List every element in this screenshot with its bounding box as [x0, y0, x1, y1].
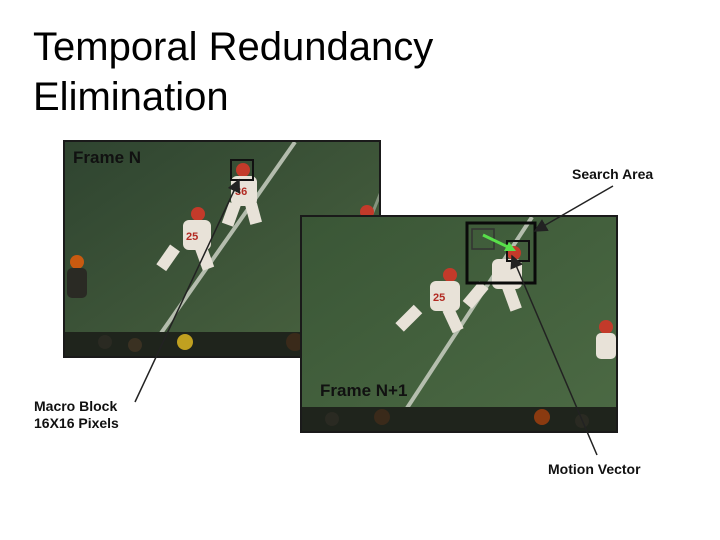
search-area-label: Search Area [572, 166, 654, 182]
search-area-box [465, 221, 537, 285]
jersey-number-25: 25 [186, 231, 198, 243]
crowd-area [302, 407, 616, 431]
frame-n-label: Frame N [73, 148, 142, 167]
player-25: 25 [395, 268, 464, 334]
jersey-number-36: 36 [235, 186, 247, 198]
player-left [67, 255, 87, 298]
macro-block-label: Macro Block 16X16 Pixels [34, 398, 119, 432]
slide-title: Temporal Redundancy Elimination [33, 22, 633, 122]
frame-n1-label: Frame N+1 [320, 381, 408, 400]
macro-block-marker [230, 159, 254, 181]
slide-title-line2: Elimination [33, 75, 229, 119]
jersey-number-25: 25 [433, 292, 445, 304]
player-right [596, 320, 616, 359]
slide-title-line1: Temporal Redundancy [33, 25, 434, 69]
frame-n1-image: 25 Frame N+1 [300, 215, 618, 433]
macro-block-label-line2: 16X16 Pixels [34, 415, 119, 431]
motion-vector-arrow [482, 233, 516, 251]
motion-vector-label: Motion Vector [548, 461, 641, 477]
macro-block-label-line1: Macro Block [34, 398, 118, 414]
